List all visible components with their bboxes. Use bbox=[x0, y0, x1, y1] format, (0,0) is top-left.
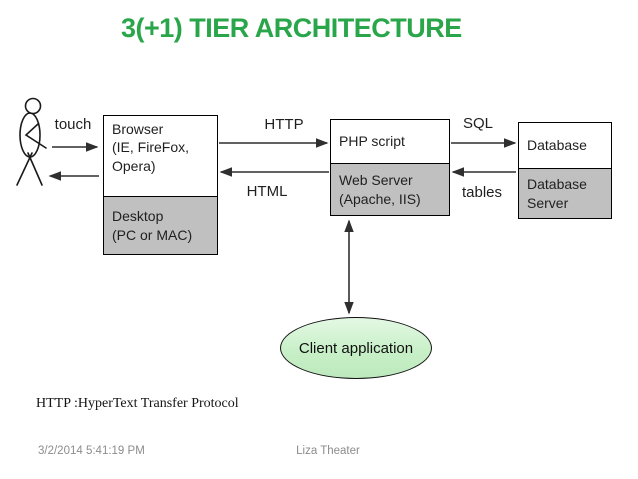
html-label: HTML bbox=[246, 183, 288, 200]
data-tier-box: Database Database Server bbox=[518, 122, 612, 219]
browser-label: Browser (IE, FireFox, Opera) bbox=[112, 121, 190, 174]
stick-person-body bbox=[19, 112, 41, 158]
slide-title: 3(+1) TIER ARCHITECTURE bbox=[121, 13, 462, 43]
middle-tier-box: PHP script Web Server (Apache, IIS) bbox=[330, 119, 450, 216]
tables-label: tables bbox=[461, 184, 503, 201]
sql-label: SQL bbox=[462, 115, 494, 132]
database-label: Database bbox=[527, 137, 587, 154]
footer-author: Liza Theater bbox=[296, 445, 360, 457]
web-server-label: Web Server (Apache, IIS) bbox=[331, 163, 449, 215]
stick-person-icon bbox=[16, 97, 47, 186]
touch-label: touch bbox=[54, 116, 92, 133]
php-script-label: PHP script bbox=[339, 133, 405, 150]
stick-person-arm bbox=[24, 123, 47, 149]
stick-person-head bbox=[24, 97, 42, 115]
client-tier-box: Browser (IE, FireFox, Opera) Desktop (PC… bbox=[103, 115, 218, 255]
footer-datetime: 3/2/2014 5:41:19 PM bbox=[38, 445, 145, 457]
database-server-label: Database Server bbox=[519, 168, 611, 218]
http-footnote: HTTP :HyperText Transfer Protocol bbox=[36, 396, 239, 411]
desktop-label: Desktop (PC or MAC) bbox=[104, 196, 217, 254]
client-application-label: Client application bbox=[298, 339, 414, 357]
client-application-ellipse: Client application bbox=[280, 317, 432, 379]
http-label: HTTP bbox=[264, 116, 304, 133]
stick-person-leg-left bbox=[16, 152, 33, 186]
